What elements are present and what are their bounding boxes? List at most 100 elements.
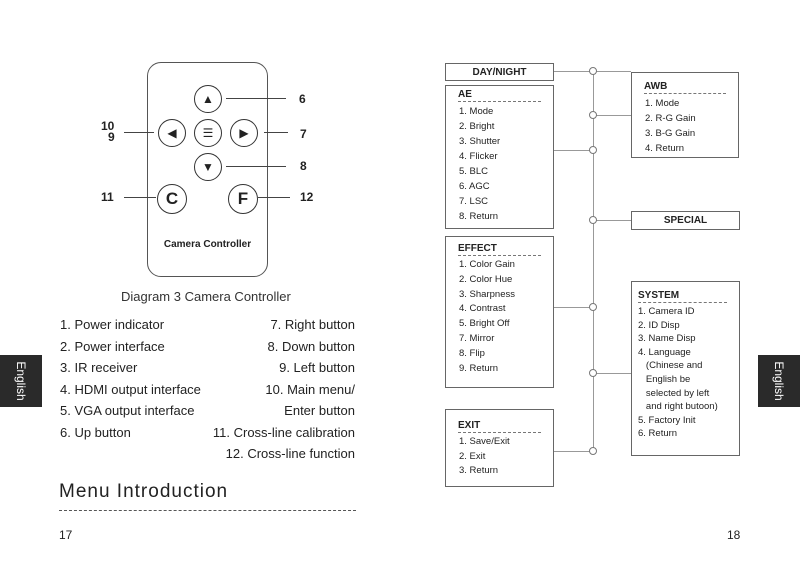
menu-item: 2. ID Disp [638, 319, 680, 331]
menu-item: 4. Return [645, 143, 685, 154]
menu-item: 1. Color Gain [459, 259, 515, 270]
legend-item: 6. Up button [60, 425, 131, 440]
menu-item: 1. Mode [459, 106, 494, 117]
menu-item: 6. AGC [459, 181, 490, 192]
menu-item: 5. Factory Init [638, 414, 696, 426]
menu-item: 3. Sharpness [459, 288, 515, 300]
menu-divider [458, 101, 541, 102]
callout-6: 6 [299, 92, 306, 106]
legend-item: 1. Power indicator [60, 317, 165, 332]
menu-title-awb: AWB [644, 81, 668, 92]
page-number-right: 18 [727, 528, 741, 542]
legend-item: 9. Left button [279, 360, 355, 375]
connector-node [589, 216, 597, 224]
menu-divider [638, 302, 727, 303]
menu-item: 3. Return [459, 465, 499, 476]
callout-line-12 [258, 197, 290, 198]
section-heading: Menu Introduction [59, 481, 229, 502]
menu-item: 8. Return [459, 211, 499, 222]
menu-item: 3. Name Disp [638, 333, 696, 345]
left-arrow-icon: ◀ [158, 119, 186, 147]
menu-box-special: SPECIAL [631, 211, 740, 230]
menu-item: 5. Bright Off [459, 318, 510, 330]
menu-item: 2. R-G Gain [645, 113, 696, 124]
menu-item: selected by left [638, 387, 710, 399]
page-number-left: 17 [59, 528, 73, 542]
menu-item: 1. Camera ID [638, 306, 695, 317]
connector-exit [554, 451, 594, 452]
callout-line-7 [264, 132, 288, 133]
menu-box-ae: AE 1. Mode 2. Bright 3. Shutter 4. Flick… [445, 85, 554, 229]
legend-item: 11. Cross-line calibration [212, 425, 355, 440]
connector-node [589, 369, 597, 377]
menu-item: (Chinese and [638, 360, 703, 372]
connector-ae [554, 150, 594, 151]
legend-item: 7. Right button [270, 317, 355, 332]
legend-item: 4. HDMI output interface [60, 382, 201, 397]
camera-controller-illustration: ▲ ◀ ☰ ▶ ▼ C F Camera Controller [147, 62, 268, 277]
callout-7: 7 [300, 127, 307, 141]
heading-divider [59, 510, 356, 511]
menu-title-special: SPECIAL [663, 215, 708, 226]
callout-line-6 [226, 98, 286, 99]
connector-node [589, 111, 597, 119]
menu-item: 5. BLC [459, 166, 489, 177]
menu-item: 2. Color Hue [459, 273, 513, 285]
up-arrow-icon: ▲ [194, 85, 222, 113]
connector-node [589, 447, 597, 455]
diagram-caption: Diagram 3 Camera Controller [121, 289, 291, 304]
menu-item: 3. B-G Gain [645, 128, 696, 139]
menu-item: 4. Flicker [459, 151, 498, 162]
menu-box-system: SYSTEM 1. Camera ID 2. ID Disp 3. Name D… [631, 281, 740, 456]
legend-item: 10. Main menu/ [265, 382, 355, 397]
menu-title-ae: AE [458, 89, 472, 100]
legend-item: 2. Power interface [60, 339, 165, 354]
legend-item: 3. IR receiver [60, 360, 138, 375]
menu-title-exit: EXIT [458, 420, 481, 431]
menu-divider [458, 432, 541, 433]
controller-label: Camera Controller [163, 239, 252, 250]
crossline-calibration-button: C [157, 184, 187, 214]
callout-line-8 [226, 166, 286, 167]
connector-system [594, 373, 631, 374]
legend-item: Enter button [284, 403, 355, 418]
menu-title-day-night: DAY/NIGHT [472, 67, 527, 78]
connector-node [589, 303, 597, 311]
menu-divider [644, 93, 726, 94]
menu-icon: ☰ [194, 119, 222, 147]
menu-item: 6. Return [638, 428, 678, 440]
callout-10: 10 [101, 119, 115, 133]
connector-special [594, 220, 631, 221]
menu-item: 1. Mode [645, 98, 680, 109]
connector-effect [554, 307, 594, 308]
side-tab-left: English [0, 355, 42, 407]
menu-item: 9. Return [459, 362, 499, 374]
menu-box-exit: EXIT 1. Save/Exit 2. Exit 3. Return [445, 409, 554, 487]
menu-item: 2. Exit [459, 450, 486, 462]
menu-item: and right butoon) [638, 401, 718, 413]
connector-awb [594, 115, 631, 116]
menu-item: 1. Save/Exit [459, 436, 510, 447]
callout-11: 11 [101, 190, 114, 204]
legend-item: 12. Cross-line function [225, 446, 355, 461]
menu-item: 7. Mirror [459, 332, 495, 344]
connector-node [589, 67, 597, 75]
down-arrow-icon: ▼ [194, 153, 222, 181]
connector-node [589, 146, 597, 154]
menu-item: 7. LSC [459, 196, 489, 207]
menu-divider [458, 255, 541, 256]
menu-item: 2. Bright [459, 121, 495, 132]
menu-item: 4. Language [638, 346, 691, 358]
menu-item: 8. Flip [459, 347, 485, 359]
callout-line-9-10 [124, 132, 154, 133]
menu-trunk-line [593, 71, 594, 451]
menu-box-effect: EFFECT 1. Color Gain 2. Color Hue 3. Sha… [445, 236, 554, 388]
callout-9: 9 [108, 130, 115, 144]
menu-item: English be [638, 373, 691, 385]
menu-title-system: SYSTEM [638, 290, 680, 301]
callout-line-11 [124, 197, 156, 198]
callout-8: 8 [300, 159, 307, 173]
menu-title-effect: EFFECT [458, 243, 497, 254]
side-tab-right: English [758, 355, 800, 407]
callout-12: 12 [300, 190, 314, 204]
